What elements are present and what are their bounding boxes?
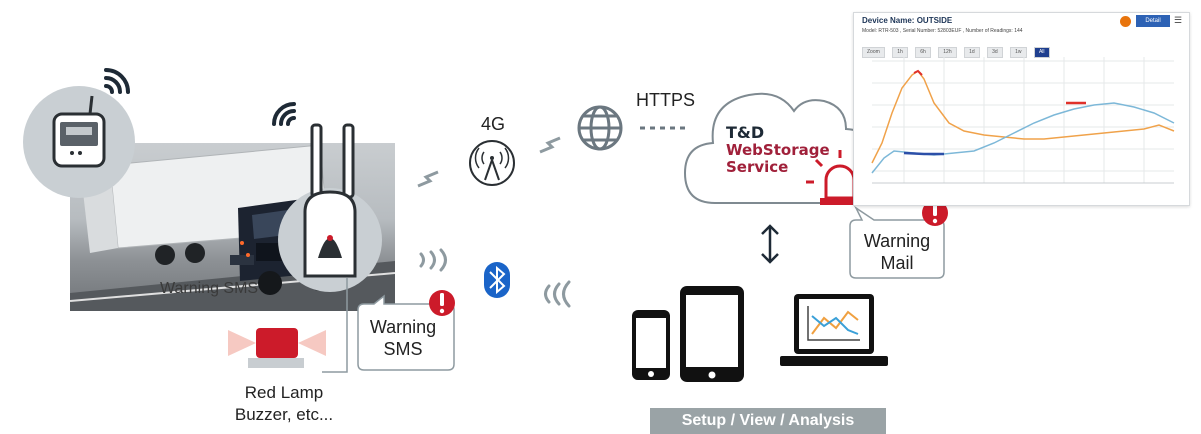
brand-line3: Service (726, 158, 789, 176)
temperature-alert-segment (913, 69, 923, 76)
smartphone-icon (632, 310, 670, 380)
panel-subtitle: Model: RTR-503 , Serial Number: 52803EUF… (862, 28, 1023, 34)
signal-zigzag-right (539, 136, 561, 154)
cloud-brand: T&D WebStorage Service (726, 124, 830, 176)
tablet-icon (680, 286, 744, 382)
warning-mail-text: Warning Mail (850, 230, 944, 274)
radio-waves-left (419, 248, 447, 272)
wifi-signal-icon (104, 68, 130, 94)
status-dot-icon (1120, 16, 1131, 27)
footer-caption: Setup / View / Analysis (650, 408, 886, 434)
lamp-label-line2: Buzzer, etc... (234, 405, 334, 424)
laptop-chart-icon (780, 294, 888, 366)
zoom-btn-6h[interactable]: 6h (915, 47, 931, 58)
mail-bubble-line1: Warning (863, 231, 931, 251)
globe-icon (577, 105, 623, 151)
sms-bubble-line2: SMS (383, 339, 423, 359)
zoom-btn-3d[interactable]: 3d (987, 47, 1003, 58)
zoom-btn-1w[interactable]: 1w (1010, 47, 1027, 58)
https-label: HTTPS (636, 90, 696, 110)
photo-overlay-text: Warning SMS (160, 280, 259, 297)
humidity-series-line (871, 102, 1175, 174)
mail-bubble-line2: Mail (880, 253, 914, 273)
zoom-btn-1h[interactable]: 1h (892, 47, 908, 58)
exclamation-icon (922, 200, 948, 226)
cellular-label: 4G (481, 114, 506, 134)
humidity-alert-low-segment (903, 151, 944, 156)
red-beacon-lamp-icon (228, 328, 326, 368)
panel-chart-graphic (871, 57, 1175, 184)
webstorage-screenshot: Device Name: OUTSIDE Model: RTR-503 , Se… (853, 12, 1190, 206)
signal-zigzag-left (417, 170, 439, 188)
up-down-arrow-icon (761, 224, 779, 264)
brand-line2: WebStorage (726, 141, 830, 159)
zoom-btn-12h[interactable]: 12h (938, 47, 957, 58)
warning-sms-text: Warning SMS (358, 316, 448, 360)
zoom-label: Zoom (862, 47, 885, 58)
detail-button[interactable]: Detail (1136, 15, 1170, 27)
zoom-btn-all[interactable]: All (1033, 47, 1050, 58)
wifi-signal-icon (272, 102, 296, 126)
brand-line1: T&D (726, 123, 765, 142)
exclamation-icon (429, 290, 455, 316)
menu-icon[interactable]: ☰ (1174, 15, 1183, 25)
data-logger-icon (23, 86, 135, 198)
zoom-btn-1d[interactable]: 1d (964, 47, 980, 58)
gateway-device-icon (278, 123, 382, 292)
zoom-controls: Zoom 1h 6h 12h 1d 3d 1w All (862, 40, 1053, 58)
red-lamp-caption: Red Lamp Buzzer, etc... (214, 382, 354, 426)
sms-bubble-line1: Warning (369, 317, 437, 337)
temperature-series-line (871, 69, 1175, 164)
cell-tower-icon (469, 140, 515, 186)
radio-waves-right (544, 280, 571, 308)
bluetooth-icon (484, 262, 510, 298)
lamp-label-line1: Red Lamp (244, 383, 324, 402)
alarm-lamp-icon (806, 150, 874, 205)
panel-title: Device Name: OUTSIDE (862, 16, 953, 25)
